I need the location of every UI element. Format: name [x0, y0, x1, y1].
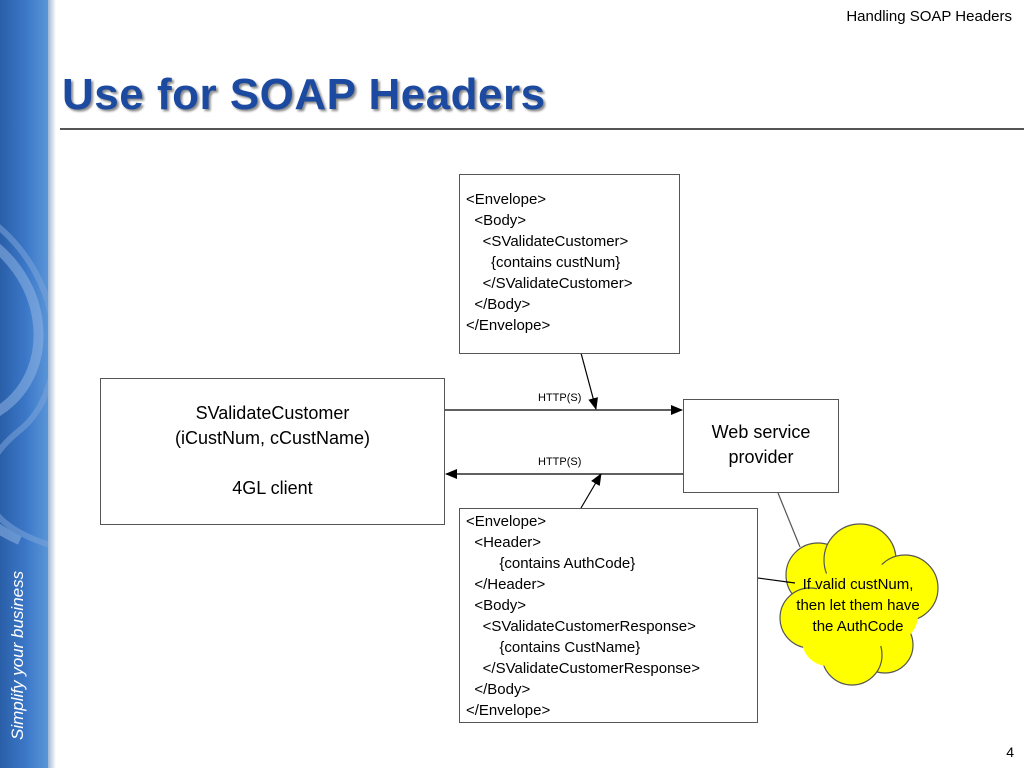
response-envelope-box: <Envelope> <Header> {contains AuthCode} …	[459, 508, 758, 723]
response-line: <Envelope>	[466, 513, 547, 530]
client-label: 4GL client	[232, 478, 313, 498]
cloud-note: If valid custNum, then let them have the…	[778, 574, 938, 637]
request-pointer-arrow	[580, 352, 598, 410]
http-response-label: HTTP(S)	[538, 456, 582, 468]
cloud-note-line: the AuthCode	[812, 618, 904, 635]
sidebar	[0, 0, 48, 768]
response-line: </SValidateCustomerResponse>	[466, 660, 701, 677]
title-divider	[60, 128, 1024, 130]
page-number: 4	[1006, 744, 1014, 760]
response-line: </Envelope>	[466, 702, 551, 719]
http-request-label: HTTP(S)	[538, 392, 582, 404]
request-line: <Body>	[466, 212, 527, 229]
cloud-note-line: If valid custNum,	[802, 576, 914, 593]
response-line: <SValidateCustomerResponse>	[466, 618, 696, 635]
section-header: Handling SOAP Headers	[846, 8, 1012, 25]
request-line: </Envelope>	[466, 317, 551, 334]
client-procedure-params: (iCustNum, cCustName)	[174, 428, 371, 448]
client-procedure-name: SValidateCustomer	[195, 403, 350, 423]
response-line: </Header>	[466, 576, 546, 593]
client-spacer	[101, 451, 444, 476]
slide-title: Use for SOAP Headers	[62, 70, 546, 119]
sidebar-shadow	[48, 0, 56, 768]
response-pointer-arrow	[580, 473, 602, 509]
decorative-swirl-icon	[0, 224, 48, 548]
response-line: {contains CustName}	[466, 639, 641, 656]
request-line: <Envelope>	[466, 191, 547, 208]
request-envelope-box: <Envelope> <Body> <SValidateCustomer> {c…	[459, 174, 680, 354]
response-line: </Body>	[466, 681, 531, 698]
cloud-shape	[779, 523, 939, 686]
request-line: {contains custNum}	[466, 254, 621, 271]
response-line: {contains AuthCode}	[466, 555, 636, 572]
provider-box: Web service provider	[683, 399, 839, 493]
request-line: </Body>	[466, 296, 531, 313]
provider-label-line1: Web service	[711, 422, 811, 442]
provider-cloud-line	[777, 492, 801, 548]
cloud-note-line: then let them have	[796, 597, 920, 614]
response-line: <Body>	[466, 597, 527, 614]
request-line: </SValidateCustomer>	[466, 275, 633, 292]
response-line: <Header>	[466, 534, 542, 551]
client-box: SValidateCustomer (iCustNum, cCustName) …	[100, 378, 445, 525]
provider-label-line2: provider	[728, 447, 794, 467]
request-line: <SValidateCustomer>	[466, 233, 629, 250]
